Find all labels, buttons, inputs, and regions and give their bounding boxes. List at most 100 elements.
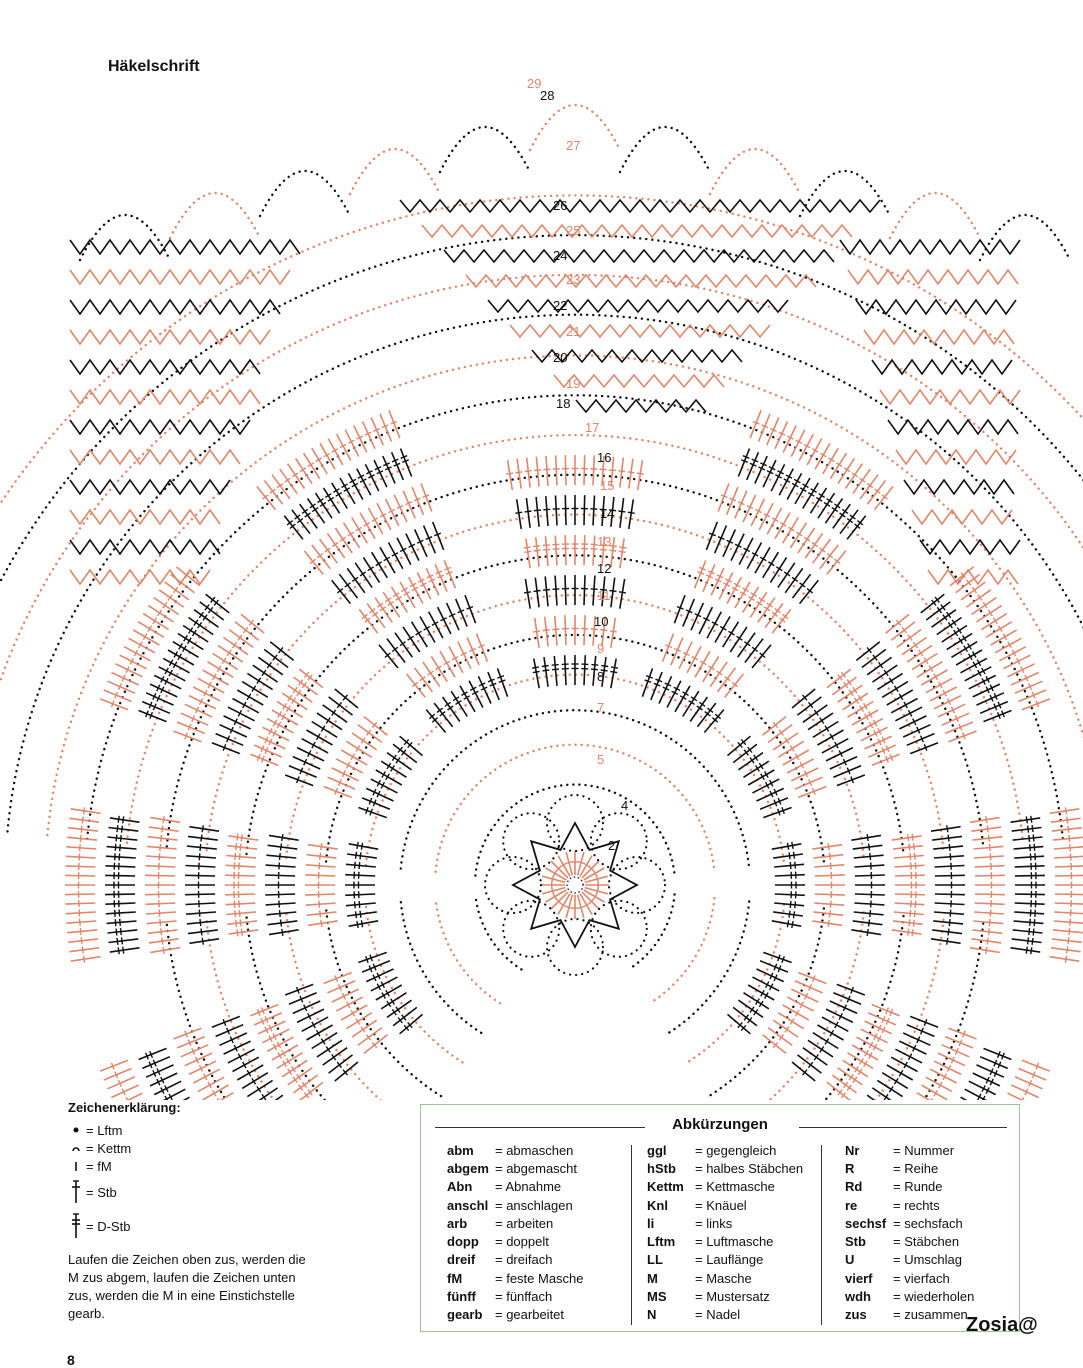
stitch-bar <box>948 929 949 936</box>
stitch-post <box>146 693 173 705</box>
stitch-post <box>212 1016 240 1027</box>
stitch-bar <box>578 862 585 864</box>
stitch-post <box>1012 939 1042 943</box>
stitch-post <box>345 894 375 895</box>
stitch-post <box>868 745 896 757</box>
stitch-post <box>100 699 128 710</box>
stitch-post <box>145 894 175 895</box>
stitch-post <box>620 579 625 609</box>
stitch-post <box>1014 921 1044 923</box>
stitch-post <box>1055 866 1083 867</box>
abbreviation-row: vierf= vierfach <box>845 1269 974 1287</box>
stitch-bar <box>912 929 913 936</box>
stitch-post <box>100 1060 128 1071</box>
chain-round <box>366 675 784 866</box>
abbreviation-value: = gearbeitet <box>495 1307 564 1322</box>
chain-round <box>207 920 377 1100</box>
stitch-post <box>110 948 140 952</box>
stitch-post <box>142 1057 170 1069</box>
stitch-post <box>189 1061 216 1074</box>
stitch-post <box>324 973 352 984</box>
stitch-bar <box>533 631 540 632</box>
stitch-bar <box>359 901 360 908</box>
abbreviation-row: LL= Lauflänge <box>647 1251 803 1269</box>
stitch-post <box>711 568 724 595</box>
stitch-post <box>611 578 615 608</box>
stitch-bar <box>831 901 832 908</box>
stitch-post <box>145 903 175 904</box>
zigzag-row <box>488 300 788 312</box>
stitch-bar <box>787 920 788 927</box>
stitch-post <box>536 457 539 487</box>
stitch-bar <box>81 937 82 944</box>
stitch-bar <box>792 842 793 849</box>
chain-round <box>773 920 943 1100</box>
stitch-bar <box>1069 835 1070 842</box>
stitch-post <box>1022 1060 1050 1071</box>
stitch-bar <box>1030 844 1031 851</box>
stitch-post <box>426 568 439 595</box>
stitch-post <box>773 854 803 858</box>
abbreviation-key: Abn <box>447 1179 495 1194</box>
chain-round <box>401 710 749 868</box>
stitch-bar <box>534 510 541 511</box>
stitch-post <box>1054 847 1083 849</box>
stitch-bar <box>516 472 523 473</box>
stitch-post <box>104 690 132 702</box>
center-star <box>513 823 637 947</box>
stitch-bar <box>619 592 626 593</box>
zigzag-row <box>904 480 1014 494</box>
abbreviation-key: re <box>845 1198 893 1213</box>
abbreviation-key: fünff <box>447 1289 495 1304</box>
stitch-bar <box>1067 817 1068 824</box>
stitch-post <box>187 921 217 924</box>
abbreviation-key: fM <box>447 1271 495 1286</box>
stitch-post <box>517 459 521 489</box>
stitch-post <box>853 921 883 925</box>
stitch-bar <box>609 470 616 471</box>
stitch-bar <box>1068 826 1069 833</box>
stitch-post <box>305 875 335 876</box>
stitch-post <box>774 864 804 867</box>
abbreviation-row: hStb= halbes Stäbchen <box>647 1159 803 1177</box>
stitch-post <box>1015 903 1045 904</box>
stitch-bar <box>948 835 949 842</box>
stitch-post <box>268 845 298 849</box>
slip-stitch-arc-icon <box>68 1143 84 1153</box>
zigzag-row <box>896 450 1016 464</box>
stitch-bar <box>828 920 829 927</box>
stitch-post <box>814 855 844 858</box>
stitch-post <box>826 748 853 761</box>
stitch-bar <box>533 546 540 547</box>
zigzag-row <box>466 275 816 287</box>
stitch-post <box>830 757 857 769</box>
zigzag-row <box>70 420 250 434</box>
stitch-post <box>980 1057 1008 1069</box>
abbreviation-key: arb <box>447 1216 495 1231</box>
zigzag-row <box>70 540 220 554</box>
stitch-post <box>254 745 282 757</box>
stitch-post <box>66 847 96 849</box>
stitch-post <box>973 1073 1000 1086</box>
stitch-post <box>297 1009 324 1022</box>
stitch-post <box>104 1069 132 1081</box>
stitch-post <box>392 452 404 480</box>
stitch-bar <box>360 852 361 859</box>
stitch-post <box>934 696 961 709</box>
stitch-post <box>775 421 788 448</box>
stitch-bar <box>357 921 358 928</box>
stitch-post <box>289 993 317 1005</box>
stitch-post <box>638 460 643 490</box>
crochet-chart: 2457891011121314151617181920212223242526… <box>0 0 1083 1100</box>
stitch-post <box>795 981 823 993</box>
stitch-post <box>935 903 965 905</box>
scallop-arc <box>620 127 710 172</box>
stitch-bar <box>525 511 532 512</box>
stitch-bar <box>80 844 81 851</box>
stitch-post <box>306 903 336 905</box>
round-number: 15 <box>600 478 614 493</box>
stitch-post <box>545 617 548 647</box>
abbreviation-key: Nr <box>845 1143 893 1158</box>
stitch-bar <box>543 509 550 510</box>
